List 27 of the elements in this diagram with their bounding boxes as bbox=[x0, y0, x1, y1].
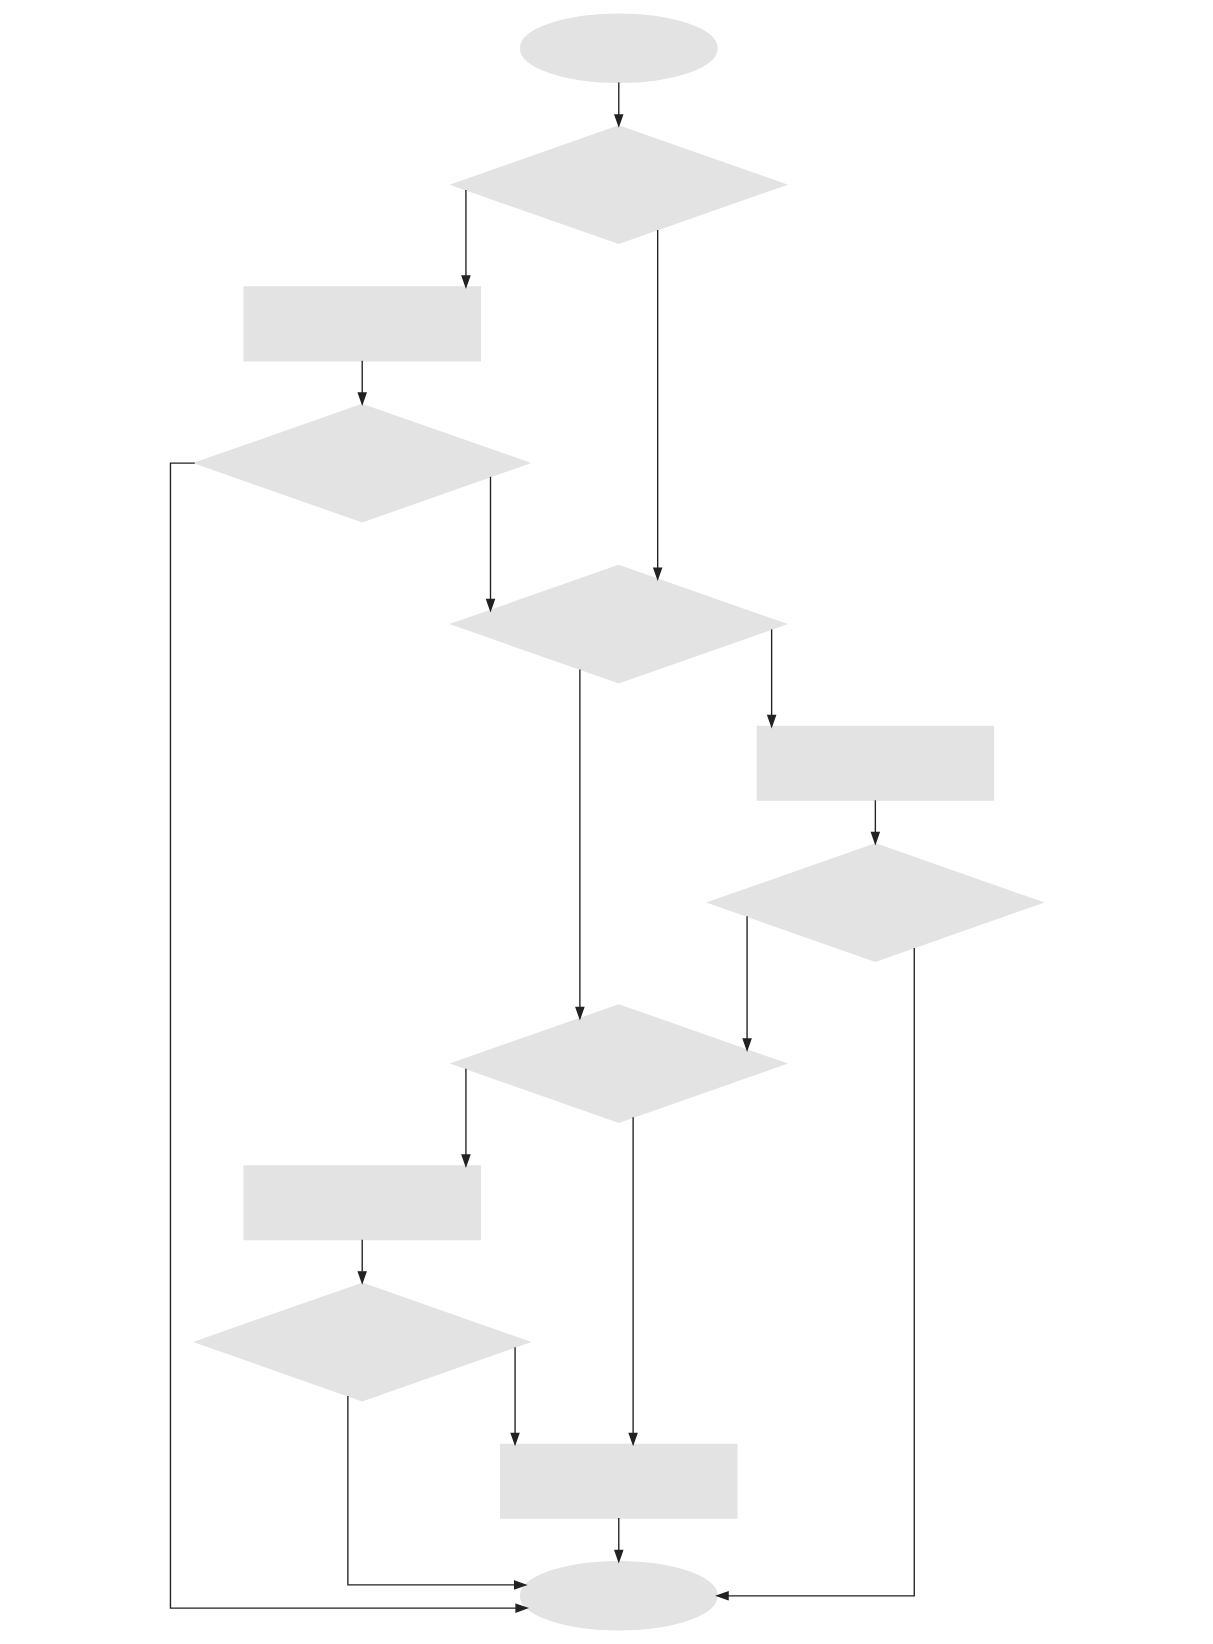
arrow bbox=[485, 476, 496, 613]
arrow bbox=[614, 81, 624, 128]
arrow bbox=[461, 189, 471, 289]
node-box bbox=[500, 1443, 738, 1519]
arrow bbox=[715, 947, 915, 1601]
node-diamond bbox=[706, 843, 1045, 962]
node-diamond bbox=[192, 1282, 532, 1402]
arrow bbox=[169, 462, 530, 1613]
node-box bbox=[756, 725, 995, 801]
arrow bbox=[628, 1116, 638, 1447]
arrow bbox=[347, 1395, 528, 1590]
node-diamond bbox=[449, 125, 789, 245]
arrow bbox=[357, 1239, 367, 1285]
arrow bbox=[742, 915, 752, 1052]
arrow bbox=[614, 1517, 624, 1564]
node-oval bbox=[519, 13, 718, 83]
arrow bbox=[766, 628, 777, 729]
arrow bbox=[357, 360, 367, 406]
arrow bbox=[652, 229, 663, 582]
arrow bbox=[461, 1068, 471, 1168]
node-box bbox=[243, 286, 481, 362]
node-box bbox=[243, 1165, 481, 1241]
node-diamond bbox=[192, 403, 532, 523]
node-oval bbox=[519, 1561, 718, 1631]
arrow bbox=[575, 668, 585, 1021]
arrow bbox=[510, 1346, 520, 1447]
arrow bbox=[870, 799, 881, 846]
